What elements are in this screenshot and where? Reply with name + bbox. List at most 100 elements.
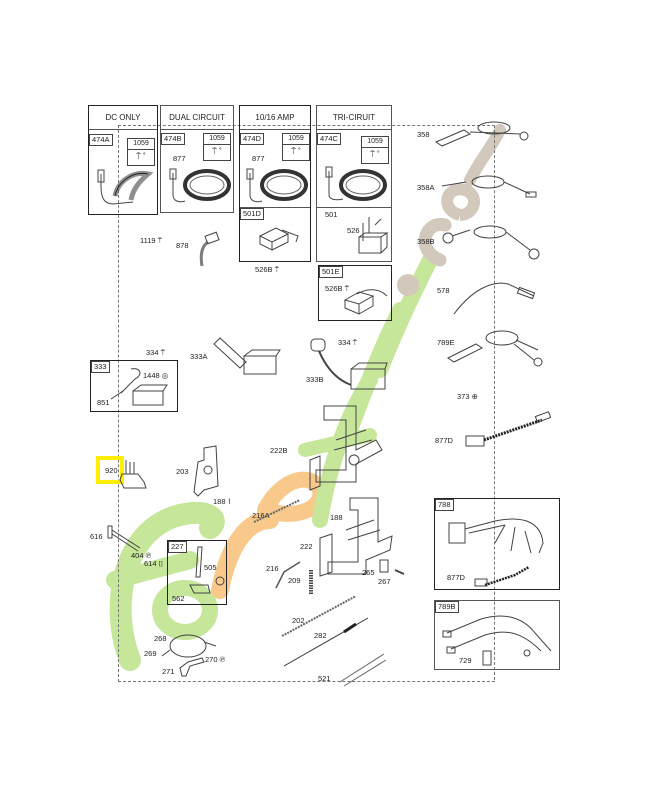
- highlight-marker-920[interactable]: [96, 456, 124, 484]
- part-tag-501D[interactable]: 501D: [240, 208, 264, 220]
- part-label-216A[interactable]: 216A: [252, 511, 270, 520]
- part-label-267[interactable]: 267: [378, 577, 391, 586]
- part-label-358[interactable]: 358: [417, 130, 430, 139]
- part-label-268[interactable]: 268: [154, 634, 167, 643]
- part-label-265[interactable]: 265: [362, 568, 375, 577]
- ignition-armature-333A[interactable]: [212, 337, 282, 386]
- part-label-521[interactable]: 521: [318, 674, 331, 683]
- part-label-333B[interactable]: 333B: [306, 375, 324, 384]
- ignition-armature-333[interactable]: [101, 365, 171, 409]
- part-label-877[interactable]: 877: [173, 154, 186, 163]
- hardware-number: 1059: [204, 134, 230, 145]
- control-plate-203[interactable]: [193, 445, 222, 498]
- wire-harness-788[interactable]: [445, 513, 555, 588]
- stator-coil-474D[interactable]: [242, 161, 308, 206]
- part-tag-227[interactable]: 227: [168, 541, 187, 553]
- hardware-box-1059[interactable]: 1059 ⍑ ˚: [203, 133, 231, 161]
- label-text: 188: [213, 497, 226, 506]
- wire-harness-789E[interactable]: [446, 328, 546, 367]
- part-label-269[interactable]: 269: [144, 649, 157, 658]
- spring-209[interactable]: [306, 570, 316, 594]
- hardware-number: 1059: [128, 139, 154, 150]
- hardware-box-1059[interactable]: 1059 ⍑ ˚: [361, 136, 389, 164]
- part-label-334[interactable]: 334 ⍑: [338, 338, 357, 347]
- clip-icon: ℗: [219, 655, 226, 664]
- part-label-1119[interactable]: 1119 ⍑: [140, 236, 162, 245]
- hardware-box-1059[interactable]: 1059 ⍑ ˚: [282, 133, 310, 161]
- part-label-614[interactable]: 614 ⌷: [144, 559, 163, 568]
- part-label-203[interactable]: 203: [176, 467, 189, 476]
- part-label-1448[interactable]: 1448 ◎: [143, 371, 168, 380]
- control-rod-202[interactable]: [280, 594, 360, 638]
- ground-wire-358B[interactable]: [440, 222, 545, 262]
- part-label-209[interactable]: 209: [288, 576, 301, 585]
- regulator-501[interactable]: [357, 211, 391, 259]
- part-label-334[interactable]: 334 ⍑: [146, 348, 165, 357]
- choke-cable-282[interactable]: [282, 616, 372, 668]
- part-tag-474C[interactable]: 474C: [317, 133, 341, 145]
- part-tag-474A[interactable]: 474A: [89, 134, 113, 146]
- part-label-789E[interactable]: 789E: [437, 338, 455, 347]
- connector-877D[interactable]: [462, 411, 552, 452]
- part-label-282[interactable]: 282: [314, 631, 327, 640]
- control-link-216[interactable]: [272, 560, 302, 590]
- part-label-920[interactable]: 920: [105, 466, 118, 475]
- governor-shaft-616[interactable]: [106, 524, 146, 554]
- ground-wire-358A[interactable]: [440, 172, 540, 204]
- part-label-877D[interactable]: 877D: [435, 436, 453, 445]
- part-label-222B[interactable]: 222B: [270, 446, 288, 455]
- control-bracket-222B[interactable]: [306, 400, 386, 495]
- part-label-505[interactable]: 505: [204, 563, 217, 572]
- wire-connector-878[interactable]: [192, 231, 222, 270]
- part-label-729[interactable]: 729: [459, 656, 472, 665]
- part-label-202[interactable]: 202: [292, 616, 305, 625]
- part-label-616[interactable]: 616: [90, 532, 103, 541]
- part-label-222[interactable]: 222: [300, 542, 313, 551]
- part-tag-789B[interactable]: 789B: [435, 601, 459, 613]
- throttle-control-920[interactable]: [118, 458, 148, 492]
- part-label-358B[interactable]: 358B: [417, 237, 435, 246]
- part-label-877[interactable]: 877: [252, 154, 265, 163]
- regulator-501D[interactable]: [258, 224, 303, 254]
- part-label-333A[interactable]: 333A: [190, 352, 208, 361]
- bracket-271[interactable]: [178, 656, 208, 678]
- part-label-188[interactable]: 188: [330, 513, 343, 522]
- part-tag-788[interactable]: 788: [435, 499, 454, 511]
- stator-coil-474A[interactable]: [93, 166, 154, 211]
- part-label-562[interactable]: 562: [172, 594, 185, 603]
- part-tag-333[interactable]: 333: [91, 361, 110, 373]
- part-label-526B[interactable]: 526B ⍑: [325, 284, 349, 293]
- stator-coil-474B[interactable]: [165, 161, 231, 206]
- part-label-878[interactable]: 878: [176, 241, 189, 250]
- part-label-526[interactable]: 526: [347, 226, 360, 235]
- part-label-270[interactable]: 270 ℗: [205, 655, 225, 664]
- part-tag-474D[interactable]: 474D: [240, 133, 264, 145]
- part-label-851[interactable]: 851: [97, 398, 110, 407]
- part-label-216[interactable]: 216: [266, 564, 279, 573]
- wire-tube-521[interactable]: [338, 652, 388, 687]
- part-tag-501[interactable]: 501: [323, 210, 340, 220]
- bushing-265[interactable]: [378, 558, 390, 574]
- governor-spring-268[interactable]: [160, 632, 220, 664]
- screw-267[interactable]: [394, 568, 406, 576]
- part-label-877D[interactable]: 877D: [447, 573, 465, 582]
- governor-lever-227[interactable]: [189, 543, 226, 599]
- part-label-271[interactable]: 271: [162, 667, 175, 676]
- part-label-526B[interactable]: 526B ⍑: [255, 265, 279, 274]
- part-label-373[interactable]: 373 ⊕: [457, 392, 478, 401]
- wire-harness-789B[interactable]: [441, 611, 557, 667]
- part-label-188[interactable]: 188 ⌇: [213, 497, 231, 506]
- stator-coil-474C[interactable]: [321, 161, 387, 206]
- regulator-501E[interactable]: [343, 286, 389, 316]
- part-tag-474B[interactable]: 474B: [161, 133, 185, 145]
- part-label-578[interactable]: 578: [437, 286, 450, 295]
- part-label-404[interactable]: 404 ℗: [131, 551, 151, 560]
- control-bracket-222[interactable]: [318, 494, 398, 578]
- ground-wire-358[interactable]: [434, 120, 534, 152]
- part-label-358A[interactable]: 358A: [417, 183, 435, 192]
- part-tag-501E[interactable]: 501E: [319, 266, 343, 278]
- control-link-216A[interactable]: [252, 498, 302, 524]
- wire-578[interactable]: [452, 280, 542, 316]
- ignition-armature-333B[interactable]: [305, 335, 390, 393]
- hardware-box-1059[interactable]: 1059 ⍑ ˚: [127, 138, 155, 166]
